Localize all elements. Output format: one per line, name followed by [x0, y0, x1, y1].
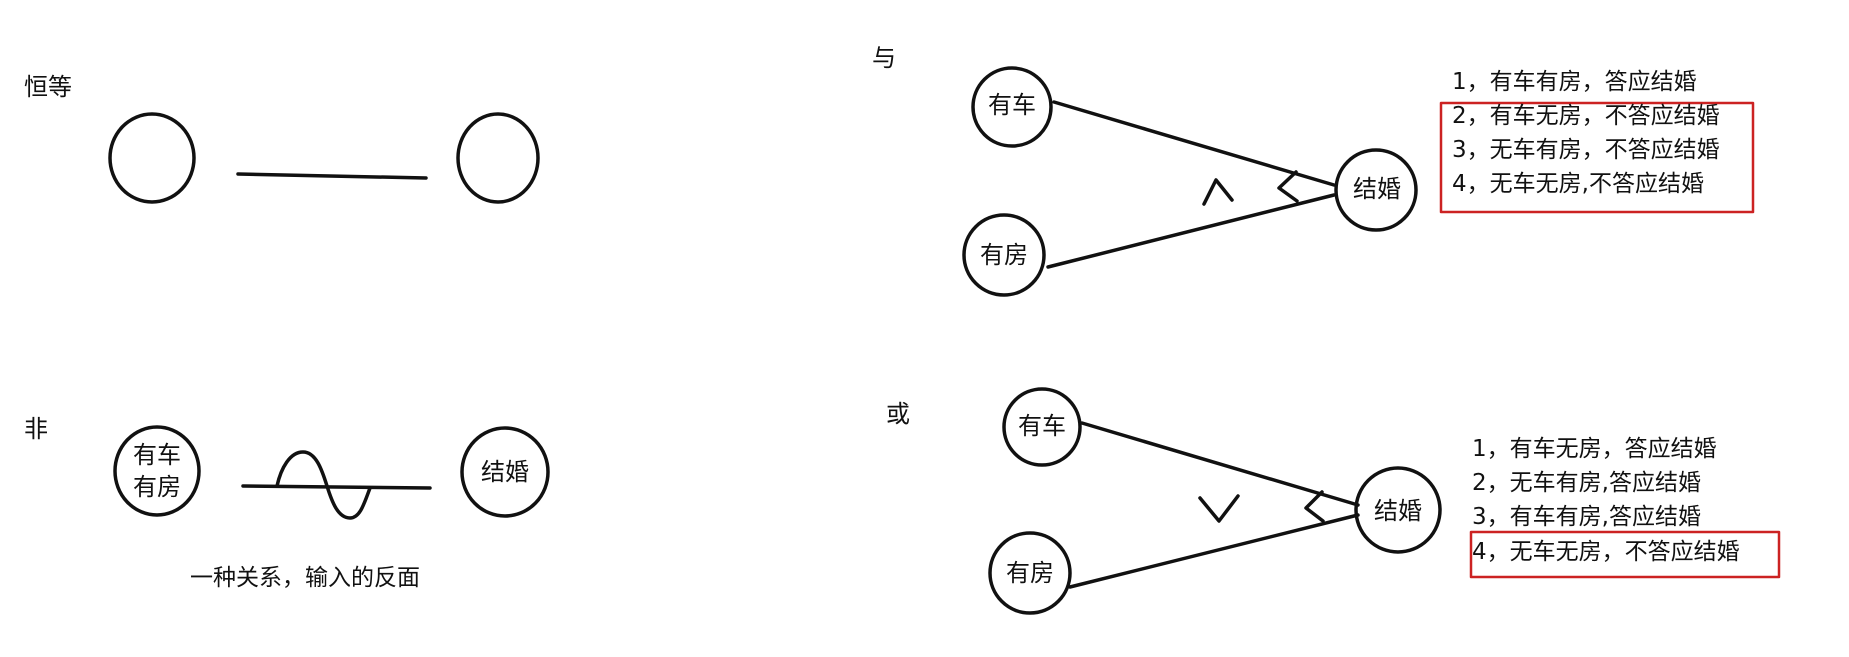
not-output-text: 结婚 — [481, 458, 529, 486]
and-output-text: 结婚 — [1353, 175, 1401, 203]
identity-input-node — [108, 112, 196, 204]
and-output-node — [1334, 148, 1418, 232]
and-angle-mark — [1277, 170, 1299, 203]
or-input-b-text: 有房 — [1006, 559, 1054, 587]
or-edge-a — [1080, 421, 1360, 507]
and-wedge-symbol — [1202, 178, 1234, 206]
and-input-a-node — [971, 66, 1053, 148]
or-input-a-text: 有车 — [1018, 412, 1066, 440]
and-input-b-node — [962, 213, 1046, 297]
not-caption: 一种关系，输入的反面 — [190, 565, 420, 591]
or-rule-1: 1，有车无房，答应结婚 — [1472, 436, 1717, 462]
and-rule-3: 3，无车有房，不答应结婚 — [1452, 137, 1720, 163]
not-input-line2: 有房 — [133, 473, 181, 501]
and-edge-b — [1046, 193, 1336, 269]
not-input-node — [113, 425, 201, 517]
not-input-text: 有车 有房 — [133, 439, 181, 503]
and-rule-4: 4，无车无房,不答应结婚 — [1452, 171, 1704, 197]
or-input-a-node — [1002, 387, 1082, 467]
and-input-a-text: 有车 — [988, 91, 1036, 119]
or-edge-b — [1068, 513, 1360, 589]
and-label: 与 — [872, 44, 896, 72]
and-rule-2: 2，有车无房，不答应结婚 — [1452, 103, 1720, 129]
or-output-text: 结婚 — [1374, 497, 1422, 525]
or-input-b-node — [988, 531, 1072, 615]
identity-output-node — [456, 112, 540, 204]
or-label: 或 — [886, 400, 910, 428]
or-angle-mark — [1304, 490, 1325, 523]
or-vee-symbol — [1198, 494, 1240, 523]
not-output-node — [460, 426, 550, 518]
or-rule-4: 4，无车无房，不答应结婚 — [1472, 539, 1740, 565]
identity-connector — [236, 172, 428, 180]
and-highlight-box — [1439, 101, 1755, 214]
and-edge-a — [1052, 100, 1336, 187]
not-label: 非 — [24, 415, 48, 443]
not-input-line1: 有车 — [133, 441, 181, 469]
or-highlight-box — [1469, 530, 1781, 579]
identity-label: 恒等 — [24, 73, 72, 101]
and-rule-1: 1，有车有房，答应结婚 — [1452, 69, 1697, 95]
or-rule-3: 3，有车有房,答应结婚 — [1472, 504, 1701, 530]
not-connector — [241, 484, 432, 490]
and-input-b-text: 有房 — [980, 241, 1028, 269]
or-output-node — [1354, 466, 1442, 554]
or-rule-2: 2，无车有房,答应结婚 — [1472, 470, 1701, 496]
not-wave-symbol — [275, 450, 372, 520]
